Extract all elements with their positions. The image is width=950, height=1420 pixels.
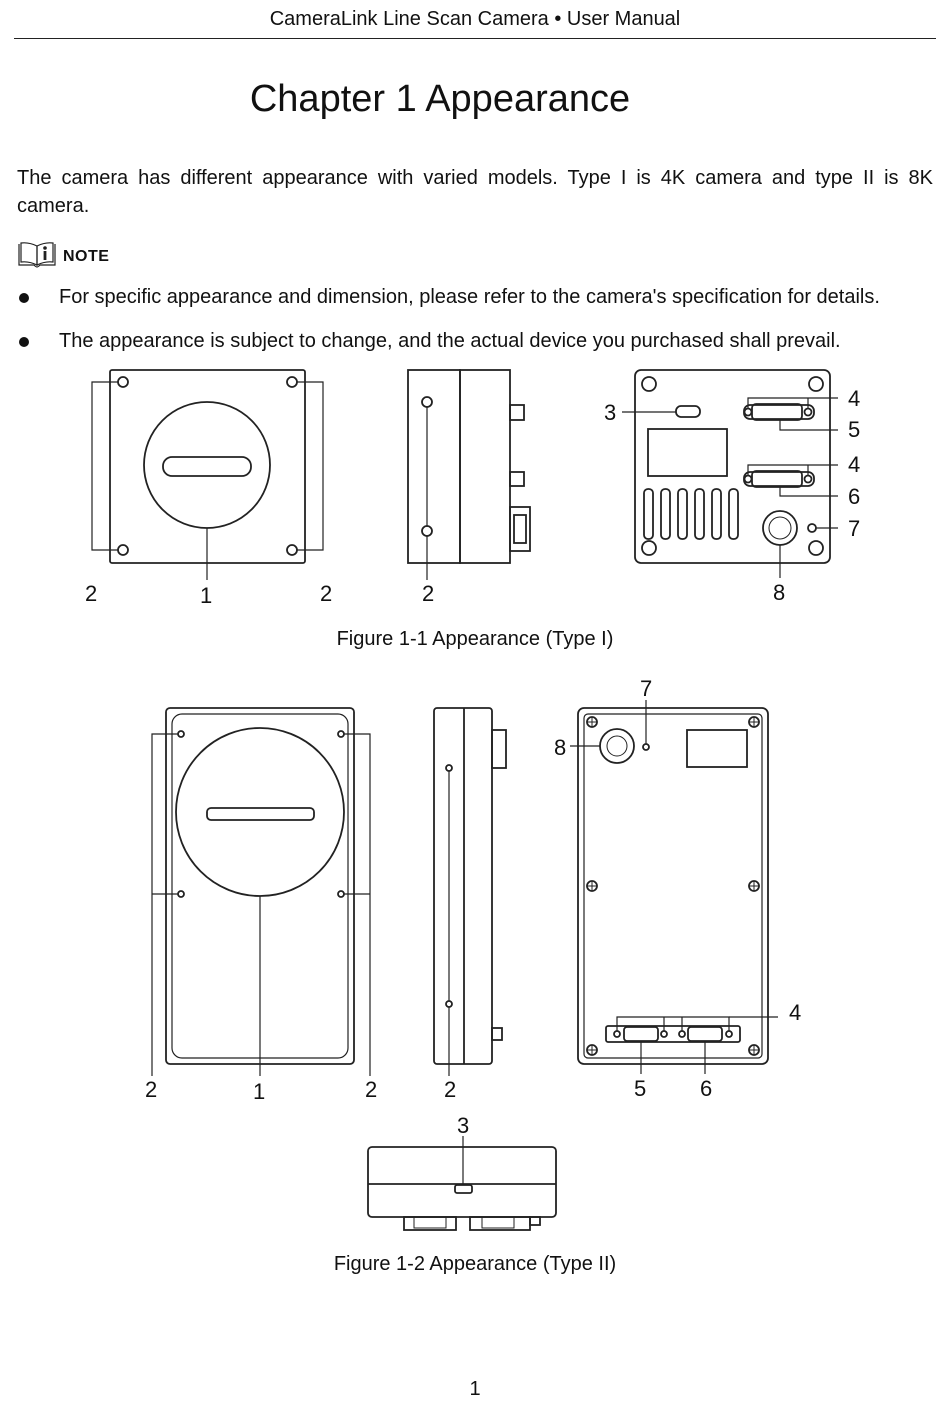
callout-label: 7 bbox=[640, 676, 652, 701]
type1-side-view bbox=[407, 369, 531, 580]
bullet-dot bbox=[19, 292, 29, 303]
callout-label: 7 bbox=[848, 516, 860, 541]
figure-1-1-caption: Figure 1-1 Appearance (Type I) bbox=[336, 628, 614, 650]
callout-label: 4 bbox=[848, 386, 860, 411]
bullet-dot bbox=[19, 336, 29, 347]
callout-label: 1 bbox=[200, 583, 212, 608]
note-bullet: For specific appearance and dimension, p… bbox=[17, 286, 880, 309]
note-block: NOTE bbox=[17, 236, 109, 268]
callout-label: 2 bbox=[422, 581, 434, 606]
callout-label: 4 bbox=[848, 452, 860, 477]
note-book-icon bbox=[18, 242, 56, 268]
callout-label: 2 bbox=[145, 1077, 157, 1102]
intro-paragraph: The camera has different appearance with… bbox=[17, 167, 933, 217]
callout-label: 5 bbox=[848, 417, 860, 442]
type2-back-view bbox=[577, 707, 769, 1065]
page-number: 1 bbox=[469, 1378, 481, 1400]
callout-label: 6 bbox=[848, 484, 860, 509]
figure-1-2-drawing: 2 1 2 2 7 8 4 5 6 3 bbox=[145, 676, 801, 1231]
callout-label: 8 bbox=[773, 580, 785, 605]
note-bullet-text: For specific appearance and dimension, p… bbox=[59, 286, 880, 308]
callout-label: 1 bbox=[253, 1079, 265, 1104]
figure-1-2-caption: Figure 1-2 Appearance (Type II) bbox=[333, 1253, 617, 1275]
callout-label: 3 bbox=[457, 1113, 469, 1138]
callout-label: 8 bbox=[554, 735, 566, 760]
type2-side-view bbox=[433, 707, 507, 1076]
header-rule bbox=[14, 38, 936, 39]
page-header: CameraLink Line Scan Camera • User Manua… bbox=[269, 8, 681, 30]
note-label: NOTE bbox=[63, 248, 110, 265]
callout-label: 2 bbox=[320, 581, 332, 606]
callout-label: 4 bbox=[789, 1000, 801, 1025]
callout-label: 6 bbox=[700, 1076, 712, 1101]
callout-label: 3 bbox=[604, 400, 616, 425]
note-bullet: The appearance is subject to change, and… bbox=[17, 330, 841, 353]
figure-1-1-drawing: 2 1 2 2 3 4 5 4 6 7 8 bbox=[85, 369, 860, 608]
callout-label: 2 bbox=[85, 581, 97, 606]
type1-back-view bbox=[634, 369, 831, 564]
chapter-title: Chapter 1 Appearance bbox=[249, 78, 631, 120]
callout-label: 2 bbox=[444, 1077, 456, 1102]
note-bullet-text: The appearance is subject to change, and… bbox=[59, 330, 841, 352]
type2-bottom-view bbox=[367, 1136, 557, 1231]
callout-label: 2 bbox=[365, 1077, 377, 1102]
callout-label: 5 bbox=[634, 1076, 646, 1101]
